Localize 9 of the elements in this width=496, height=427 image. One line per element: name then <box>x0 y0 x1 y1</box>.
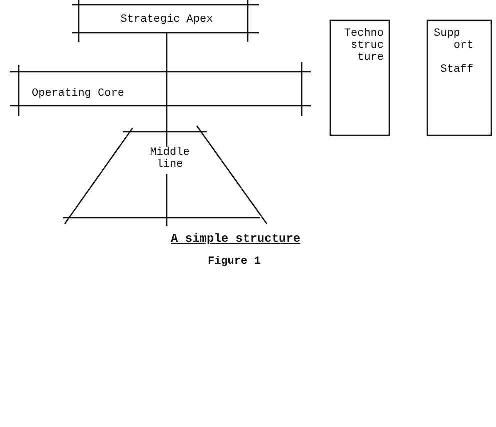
node-label: Operating Core <box>32 88 126 100</box>
node-label: Techno struc ture <box>343 28 384 64</box>
figure-label: Figure 1 <box>208 256 261 268</box>
caption: A simple structure <box>171 232 301 246</box>
connector-line <box>166 33 168 72</box>
connector-line <box>166 106 168 132</box>
node-label: Supp ort Staff <box>434 28 475 76</box>
node-label: Middle line <box>149 147 191 171</box>
node-label: Strategic Apex <box>120 14 214 26</box>
